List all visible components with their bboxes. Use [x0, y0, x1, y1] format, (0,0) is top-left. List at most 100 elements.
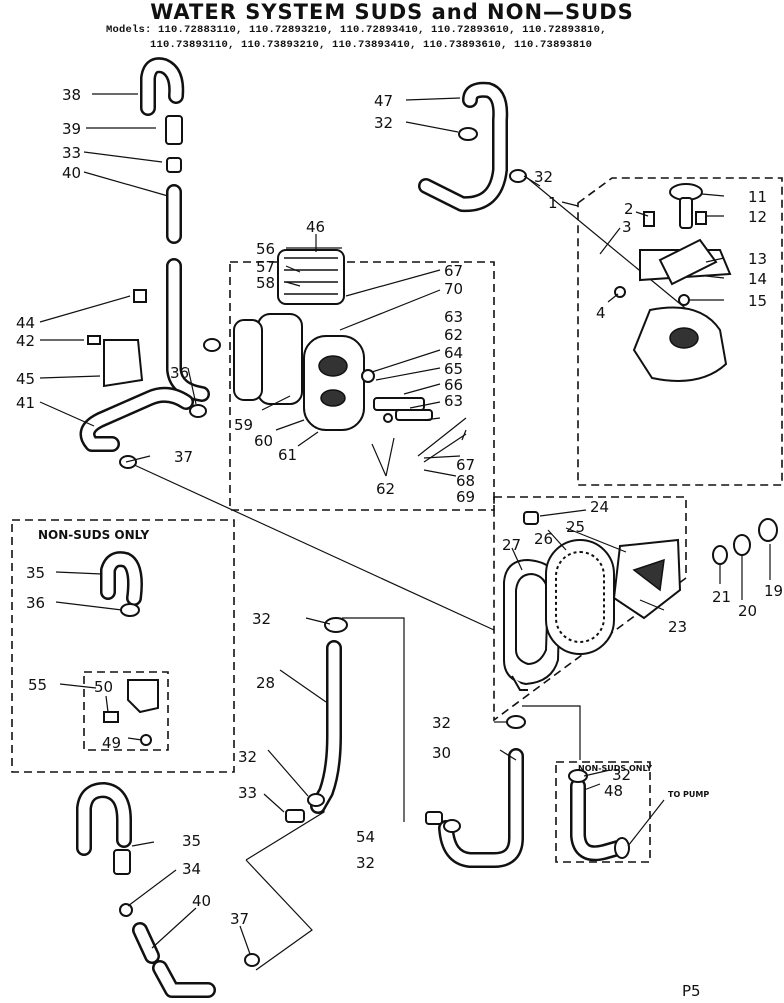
label-68: 68 — [456, 472, 475, 490]
clamp-36a — [203, 338, 221, 352]
non-suds-subassembly-box — [83, 671, 169, 751]
pump-assembly — [233, 249, 467, 463]
part-number-labels: 38 39 33 40 44 42 45 41 36 37 47 32 32 1… — [16, 86, 783, 928]
label-32: 32 — [356, 854, 375, 872]
label-56: 56 — [256, 240, 275, 258]
label-32: 32 — [238, 748, 257, 766]
hose-47 — [418, 81, 509, 213]
label-63: 63 — [444, 392, 463, 410]
non-suds-only-box — [11, 519, 235, 773]
label-60: 60 — [254, 432, 273, 450]
hose-38 — [140, 57, 185, 116]
clamp-32b — [509, 169, 527, 183]
filter-assembly-box — [493, 496, 687, 722]
fitting-54 — [425, 811, 443, 825]
screw-55 — [103, 711, 119, 723]
to-pump-label: TO PUMP — [668, 790, 709, 799]
label-36: 36 — [26, 594, 45, 612]
label-28: 28 — [256, 674, 275, 692]
non-suds-only-label: NON-SUDS ONLY — [38, 528, 149, 542]
hose-30 — [438, 748, 524, 868]
label-32: 32 — [432, 714, 451, 732]
label-33: 33 — [238, 784, 257, 802]
label-19: 19 — [764, 582, 783, 600]
hose-40 — [166, 184, 210, 402]
label-14: 14 — [748, 270, 767, 288]
coupling-39 — [165, 115, 183, 145]
clamp-36b — [189, 404, 207, 418]
label-65: 65 — [444, 360, 463, 378]
connector-line — [342, 617, 405, 822]
pump-assembly-box — [229, 261, 495, 511]
label-38: 38 — [62, 86, 81, 104]
diagram-title: WATER SYSTEM SUDS and NON—SUDS — [150, 0, 634, 24]
label-50: 50 — [94, 678, 113, 696]
clamp-37b — [244, 953, 260, 967]
connector-line — [519, 171, 691, 313]
label-64: 64 — [444, 344, 463, 362]
hose-35-non-suds — [100, 551, 143, 606]
coupling-34 — [113, 849, 131, 875]
clamp-34 — [119, 903, 133, 917]
label-15: 15 — [748, 292, 767, 310]
label-25: 25 — [566, 518, 585, 536]
valve-assembly-box — [577, 177, 783, 486]
models-list-line-2: 110.73893110, 110.73893210, 110.73893410… — [150, 39, 593, 51]
non-suds-pump-hose-box — [555, 761, 651, 863]
hose-48 — [568, 769, 630, 862]
screw-44 — [133, 289, 147, 303]
clamp-32c — [324, 617, 348, 633]
label-37: 37 — [230, 910, 249, 928]
label-20: 20 — [738, 602, 757, 620]
label-11: 11 — [748, 188, 767, 206]
label-57: 57 — [256, 258, 275, 276]
label-42: 42 — [16, 332, 35, 350]
clamp-32f — [443, 819, 461, 833]
fitting-50 — [127, 679, 159, 714]
filter-assembly — [503, 511, 778, 691]
label-41: 41 — [16, 394, 35, 412]
label-66: 66 — [444, 376, 463, 394]
clamp-33 — [166, 157, 182, 173]
models-list-line-1: Models: 110.72883110, 110.72893210, 110.… — [106, 24, 607, 36]
label-55: 55 — [28, 676, 47, 694]
label-32: 32 — [534, 168, 553, 186]
label-62: 62 — [376, 480, 395, 498]
connector-line — [245, 808, 325, 971]
washer-49 — [140, 734, 152, 746]
label-67: 67 — [444, 262, 463, 280]
label-39: 39 — [62, 120, 81, 138]
clamp-33b — [285, 809, 305, 823]
label-48: 48 — [604, 782, 623, 800]
label-35: 35 — [26, 564, 45, 582]
label-69: 69 — [456, 488, 475, 506]
label-23: 23 — [668, 618, 687, 636]
label-70: 70 — [444, 280, 463, 298]
label-47: 47 — [374, 92, 393, 110]
page-code: P5 — [682, 982, 701, 1000]
label-3: 3 — [622, 218, 632, 236]
label-45: 45 — [16, 370, 35, 388]
label-34: 34 — [182, 860, 201, 878]
valve-assembly — [614, 183, 732, 382]
label-32: 32 — [374, 114, 393, 132]
hose-41 — [79, 386, 194, 452]
label-67: 67 — [456, 456, 475, 474]
label-40: 40 — [62, 164, 81, 182]
label-37: 37 — [174, 448, 193, 466]
label-44: 44 — [16, 314, 35, 332]
label-54: 54 — [356, 828, 375, 846]
label-2: 2 — [624, 200, 634, 218]
label-63: 63 — [444, 308, 463, 326]
label-1: 1 — [548, 194, 558, 212]
label-36: 36 — [170, 364, 189, 382]
label-21: 21 — [712, 588, 731, 606]
label-49: 49 — [102, 734, 121, 752]
label-27: 27 — [502, 536, 521, 554]
label-24: 24 — [590, 498, 609, 516]
connector-line — [522, 705, 581, 760]
label-32: 32 — [612, 766, 631, 784]
label-46: 46 — [306, 218, 325, 236]
label-62: 62 — [444, 326, 463, 344]
